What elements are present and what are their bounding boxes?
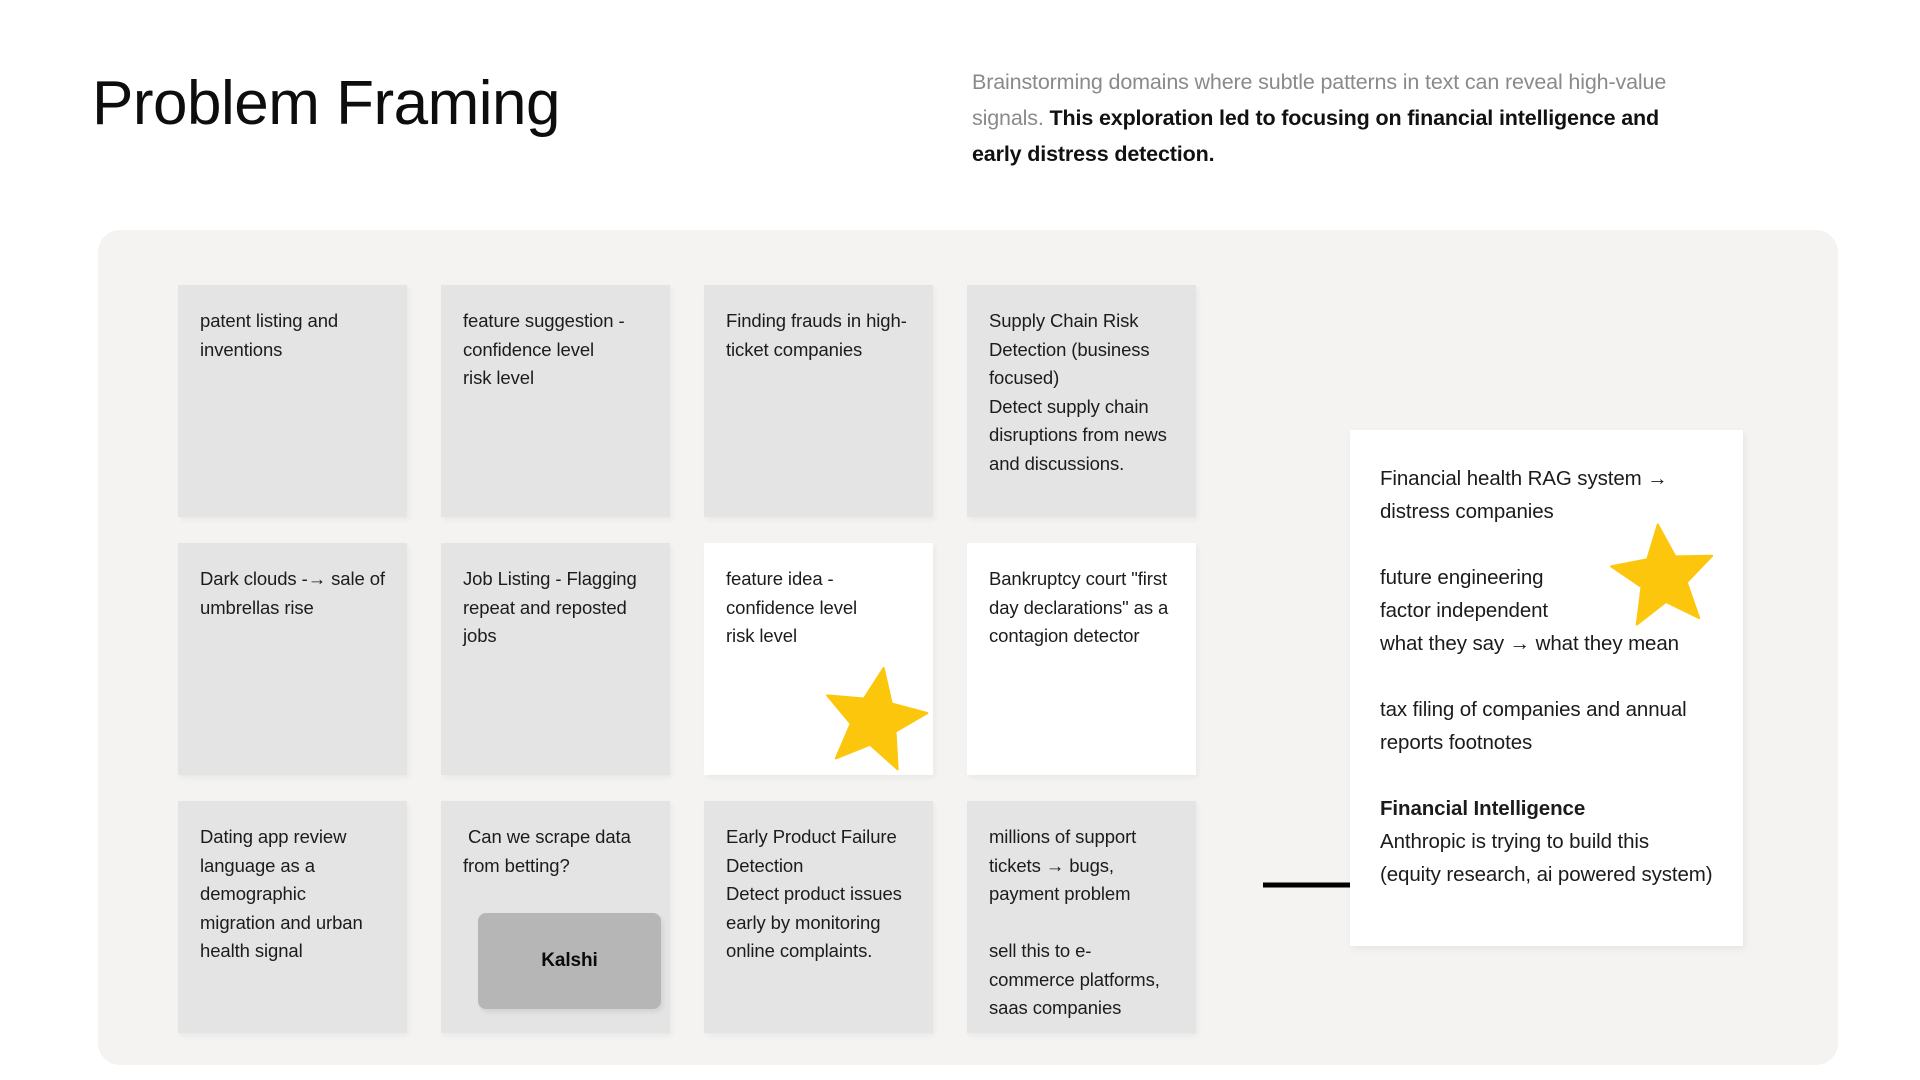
panel-spacer	[1380, 660, 1713, 693]
idea-card-dark-clouds[interactable]: Dark clouds -→ sale of umbrellas rise	[178, 543, 407, 775]
panel-block-financial-intelligence-body: Anthropic is trying to build this (equit…	[1380, 830, 1713, 886]
idea-card-text: millions of support tickets → bugs, paym…	[989, 826, 1160, 1018]
idea-card-patent-listing[interactable]: patent listing and inventions	[178, 285, 407, 517]
page-title: Problem Framing	[92, 69, 560, 138]
idea-card-text: Supply Chain Risk Detection (business fo…	[989, 310, 1167, 474]
subtitle: Brainstorming domains where subtle patte…	[972, 64, 1672, 172]
idea-card-feature-idea[interactable]: feature idea - confidence level risk lev…	[704, 543, 933, 775]
panel-block-rag-system: Financial health RAG system → distress c…	[1380, 467, 1674, 523]
idea-card-text: Finding frauds in high-ticket companies	[726, 310, 907, 360]
idea-card-text: Dark clouds -→ sale of umbrellas rise	[200, 568, 390, 618]
idea-card-job-listing[interactable]: Job Listing - Flagging repeat and repost…	[441, 543, 670, 775]
panel-spacer	[1380, 759, 1713, 792]
panel-block-future-engineering: future engineering factor independent wh…	[1380, 566, 1679, 655]
idea-card-support-tickets[interactable]: millions of support tickets → bugs, paym…	[967, 801, 1196, 1033]
idea-card-early-product-failure[interactable]: Early Product Failure Detection Detect p…	[704, 801, 933, 1033]
subtitle-emphasis: This exploration led to focusing on fina…	[972, 106, 1660, 166]
header: Problem Framing Brainstorming domains wh…	[0, 0, 1920, 215]
idea-card-bankruptcy-court[interactable]: Bankruptcy court "first day declarations…	[967, 543, 1196, 775]
idea-card-text: Early Product Failure Detection Detect p…	[726, 826, 902, 961]
idea-card-supply-chain-risk[interactable]: Supply Chain Risk Detection (business fo…	[967, 285, 1196, 517]
idea-card-text: feature idea - confidence level risk lev…	[726, 568, 858, 646]
summary-panel-text: Financial health RAG system → distress c…	[1380, 462, 1713, 891]
panel-spacer	[1380, 528, 1713, 561]
idea-card-text: Job Listing - Flagging repeat and repost…	[463, 568, 642, 646]
subtitle-lead: Brainstorming domains where subtle patte…	[972, 70, 1667, 130]
idea-card-text: Dating app review language as a demograp…	[200, 826, 368, 961]
idea-card-dating-app-review[interactable]: Dating app review language as a demograp…	[178, 801, 407, 1033]
idea-card-text: Bankruptcy court "first day declarations…	[989, 568, 1174, 646]
panel-block-tax-filing: tax filing of companies and annual repor…	[1380, 698, 1693, 754]
idea-card-scrape-betting[interactable]: Can we scrape data from betting? Kalshi	[441, 801, 670, 1033]
kalshi-chip[interactable]: Kalshi	[478, 913, 661, 1009]
star-icon	[820, 661, 933, 775]
idea-card-finding-frauds[interactable]: Finding frauds in high-ticket companies	[704, 285, 933, 517]
summary-panel: Financial health RAG system → distress c…	[1350, 430, 1743, 946]
panel-block-financial-intelligence-heading: Financial Intelligence	[1380, 797, 1586, 820]
idea-card-text: patent listing and inventions	[200, 310, 344, 360]
idea-card-text: Can we scrape data from betting?	[463, 826, 636, 876]
idea-card-text: feature suggestion - confidence level ri…	[463, 310, 625, 388]
idea-card-feature-suggestion[interactable]: feature suggestion - confidence level ri…	[441, 285, 670, 517]
